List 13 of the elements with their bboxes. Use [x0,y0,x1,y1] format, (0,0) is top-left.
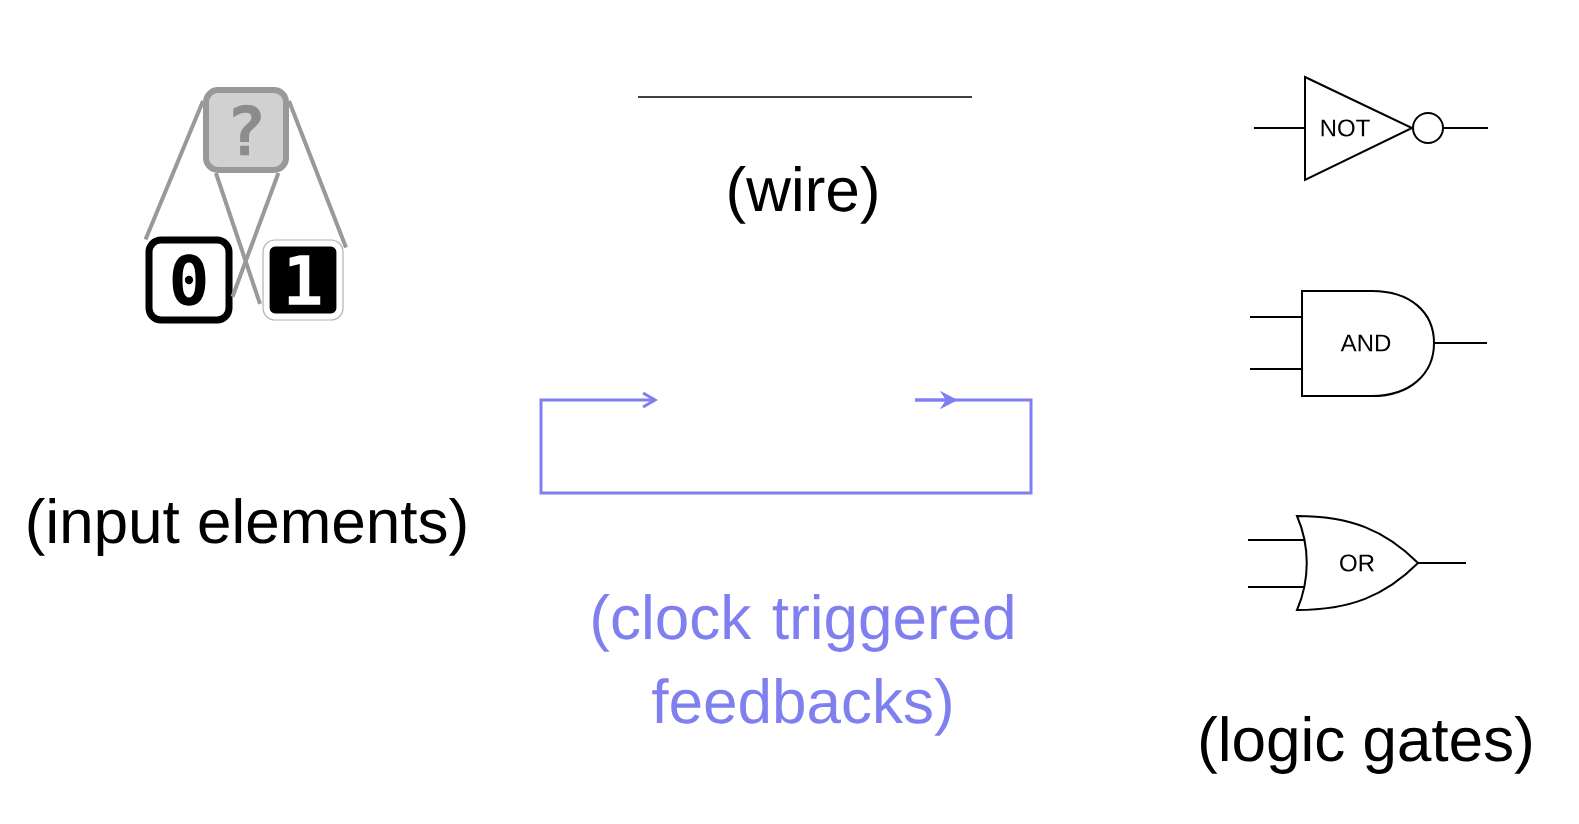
zero-input-box: 0 [145,236,233,324]
and-gate: AND [1249,290,1488,397]
one-input-box: 1 [256,233,350,327]
connector-line [287,100,348,249]
connector-line [143,100,205,241]
connector-line [214,172,262,305]
feedbacks-label: (clock triggered feedbacks) [593,594,1013,736]
or-gate: OR [1247,515,1467,611]
connector-line [230,172,281,298]
wire-label: (wire) [729,166,877,224]
question-mark-box: ? [203,87,289,173]
input-elements-label: (input elements) [28,498,466,556]
logic-gates-label: (logic gates) [1201,716,1531,774]
